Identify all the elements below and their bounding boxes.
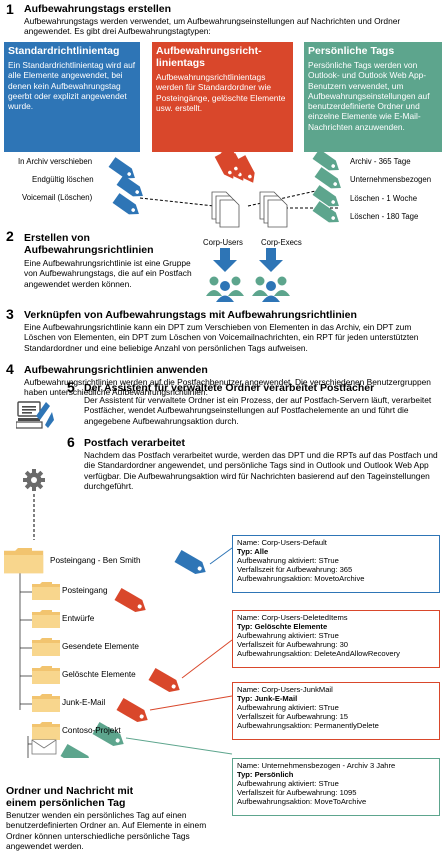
admin-computer-icon: [16, 401, 54, 429]
tag-label-delete-180: Löschen - 180 Tage: [350, 212, 419, 221]
folder-label-contoso-project[interactable]: Contoso-Projekt: [62, 726, 121, 735]
retention-info-card-junk-mail: Name: Corp-Users-JunkMail Typ: Junk-E-Ma…: [232, 682, 440, 740]
step-5-text: Der Assistent für verwaltete Ordner ist …: [84, 395, 432, 426]
card-enabled: Aufbewahrung aktiviert: STrue: [237, 631, 339, 641]
step-3-text: Eine Aufbewahrungsrichtlinie kann ein DP…: [24, 322, 419, 353]
envelope-icon: [31, 739, 57, 755]
card-type: Typ: Junk-E-Mail: [237, 694, 298, 704]
step-1-text: Aufbewahrungstags werden verwendet, um A…: [24, 16, 401, 37]
tag-icon: [174, 549, 210, 579]
step-5-title: Der Assistent für verwaltete Ordner vera…: [84, 382, 375, 394]
tag-icon: [114, 587, 184, 727]
step-5-number: 5: [67, 379, 75, 395]
card-period: Verfallszeit für Aufbewahrung: 15: [237, 712, 349, 722]
step-6-title: Postfach verarbeitet: [84, 437, 185, 449]
retention-info-card-default: Name: Corp-Users-Default Typ: Alle Aufbe…: [232, 535, 440, 593]
box-title: Standardrichtlinientag: [8, 45, 120, 57]
step-3-title: Verknüpfen von Aufbewahrungstags mit Auf…: [24, 309, 357, 321]
tag-icon: [108, 157, 147, 219]
tag-label-voicemail-delete: Voicemail (Löschen): [22, 193, 93, 202]
card-name: Name: Corp-Users-JunkMail: [237, 685, 333, 694]
folder-icon: [4, 548, 60, 740]
card-period: Verfallszeit für Aufbewahrung: 365: [237, 565, 353, 575]
retention-info-card-personal: Name: Unternehmensbezogen - Archiv 3 Jah…: [232, 758, 440, 816]
default-policy-tag-box: Standardrichtlinientag Ein Standardricht…: [4, 42, 140, 152]
step-2-title: Erstellen von Aufbewahrungsrichtlinien: [24, 232, 154, 256]
tag-label-move-to-archive: In Archiv verschieben: [18, 157, 93, 166]
card-name: Name: Corp-Users-Default: [237, 538, 327, 547]
folder-label-drafts[interactable]: Entwürfe: [62, 614, 95, 623]
box-title: Aufbewahrungsricht-linientags: [156, 45, 262, 69]
card-name: Name: Corp-Users-DeletedItems: [237, 613, 348, 622]
step-3-number: 3: [6, 306, 14, 322]
card-period: Verfallszeit für Aufbewahrung: 1095: [237, 788, 357, 798]
step-4-title: Aufbewahrungsrichtlinien anwenden: [24, 364, 208, 376]
gear-icon: [23, 469, 45, 491]
card-action: Aufbewahrungsaktion: MovetoArchive: [237, 574, 365, 584]
folder-label-inbox[interactable]: Posteingang: [62, 586, 108, 595]
folder-label-deleted-items[interactable]: Gelöschte Elemente: [62, 670, 136, 679]
policy-label-corp-execs: Corp-Execs: [261, 238, 302, 247]
retention-info-card-deleted-items: Name: Corp-Users-DeletedItems Typ: Gelös…: [232, 610, 440, 668]
card-period: Verfallszeit für Aufbewahrung: 30: [237, 640, 349, 650]
card-enabled: Aufbewahrung aktiviert: STrue: [237, 779, 339, 789]
folder-label-inbox-ben-smith[interactable]: Posteingang - Ben Smith: [50, 556, 141, 565]
card-action: Aufbewahrungsaktion: PermanentlyDelete: [237, 721, 379, 731]
box-text: Aufbewahrungsrichtlinientags werden für …: [156, 72, 286, 113]
tag-label-permanently-delete: Endgültig löschen: [32, 175, 94, 184]
users-icon: [206, 276, 290, 302]
box-text: Ein Standardrichtlinientag wird auf alle…: [8, 60, 136, 112]
tag-label-delete-1-week: Löschen - 1 Woche: [350, 194, 418, 203]
tag-icon: [214, 150, 259, 186]
tag-graphics-top: [108, 150, 345, 302]
card-action: Aufbewahrungsaktion: MoveToArchive: [237, 797, 367, 807]
document-icon: [211, 191, 288, 228]
step-4-text: Aufbewahrungsrichtlinien werden auf die …: [24, 377, 431, 398]
box-text: Persönliche Tags werden von Outlook- und…: [308, 60, 430, 132]
card-name: Name: Unternehmensbezogen - Archiv 3 Jah…: [237, 761, 396, 770]
card-action: Aufbewahrungsaktion: DeleteAndAllowRecov…: [237, 649, 400, 659]
box-title: Persönliche Tags: [308, 45, 395, 57]
tag-label-archive-365: Archiv - 365 Tage: [350, 157, 411, 166]
folder-label-junk-email[interactable]: Junk-E-Mail: [62, 698, 106, 707]
tag-label-business-related: Unternehmensbezogen: [350, 175, 432, 184]
step-6-text: Nachdem das Postfach verarbeitet wurde, …: [84, 450, 438, 491]
card-type: Typ: Alle: [237, 547, 269, 557]
retention-policy-tag-box: Aufbewahrungsricht-linientags Aufbewahru…: [152, 42, 293, 152]
card-enabled: Aufbewahrung aktiviert: STrue: [237, 703, 339, 713]
folder-label-sent-items[interactable]: Gesendete Elemente: [62, 642, 139, 651]
step-2-text: Eine Aufbewahrungsrichtlinie ist eine Gr…: [24, 258, 192, 289]
folder-tree-graphics: [4, 469, 233, 758]
policy-label-corp-users: Corp-Users: [203, 238, 243, 247]
card-type: Typ: Persönlich: [237, 770, 294, 780]
tag-icon: [312, 150, 345, 227]
footer-title: Ordner und Nachricht mit einem persönlic…: [6, 785, 134, 809]
card-type: Typ: Gelöschte Elemente: [237, 622, 328, 632]
step-6-number: 6: [67, 434, 75, 450]
footer-text: Benutzer wenden ein persönliches Tag auf…: [6, 810, 207, 851]
step-1-number: 1: [6, 1, 14, 17]
arrow-down-icon: [213, 248, 283, 272]
personal-tag-box: Persönliche Tags Persönliche Tags werden…: [304, 42, 442, 152]
card-enabled: Aufbewahrung aktiviert: STrue: [237, 556, 339, 566]
step-1-title: Aufbewahrungstags erstellen: [24, 3, 172, 15]
step-4-number: 4: [6, 361, 14, 377]
step-2-number: 2: [6, 228, 14, 244]
